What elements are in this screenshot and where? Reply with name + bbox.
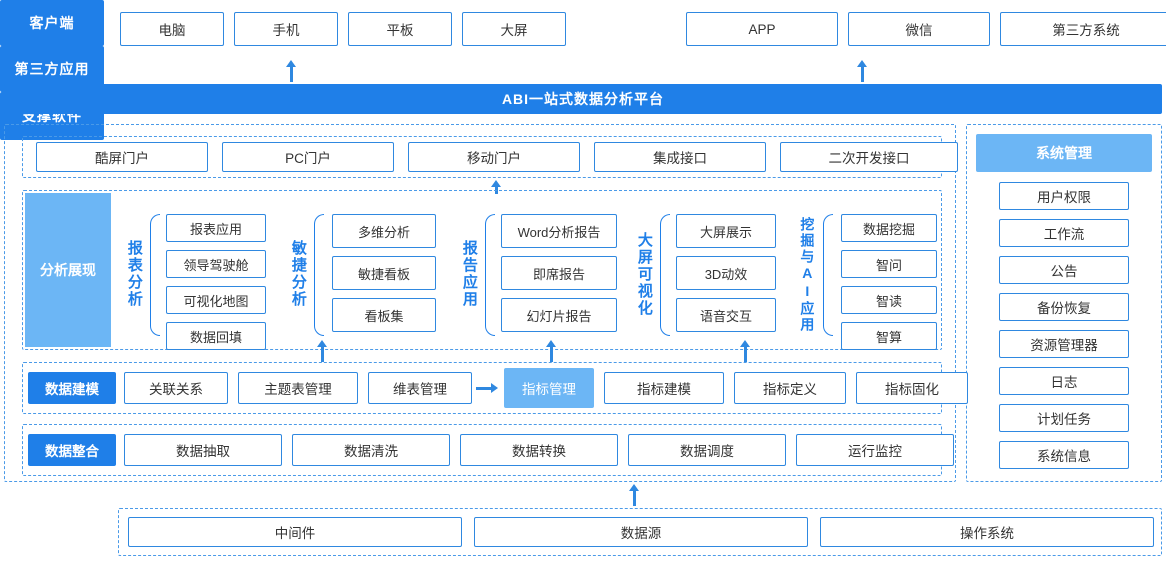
arrow-right-to-metric <box>476 383 498 393</box>
analysis-group-report-items: 报表应用 领导驾驶舱 可视化地图 数据回填 <box>166 214 266 350</box>
system-management-items: 用户权限 工作流 公告 备份恢复 资源管理器 日志 计划任务 系统信息 <box>999 182 1129 478</box>
portal-item-coolscreen[interactable]: 酷屏门户 <box>36 142 208 172</box>
analysis-group-title-report-app: 报告应用 <box>460 240 478 308</box>
third-party-items: APP 微信 第三方系统 <box>686 12 1166 46</box>
analysis-item-word-report[interactable]: Word分析报告 <box>501 214 617 248</box>
arrow-modeling-to-bigscreen <box>740 340 750 362</box>
arrow-metric-to-report-app <box>546 340 556 362</box>
analysis-group-report-app-items: Word分析报告 即席报告 幻灯片报告 <box>501 214 617 332</box>
analysis-group-title-bigscreen: 大屏可视化 <box>635 231 653 317</box>
modeling-item-metric-definition[interactable]: 指标定义 <box>734 372 846 404</box>
sysmgmt-item-resource-manager[interactable]: 资源管理器 <box>999 330 1129 358</box>
client-item-phone[interactable]: 手机 <box>234 12 338 46</box>
modeling-item-metric-modeling[interactable]: 指标建模 <box>604 372 724 404</box>
support-items: 中间件 数据源 操作系统 <box>128 517 1166 547</box>
client-item-bigscreen[interactable]: 大屏 <box>462 12 566 46</box>
integration-item-extract[interactable]: 数据抽取 <box>124 434 282 466</box>
portal-item-dev-api[interactable]: 二次开发接口 <box>780 142 958 172</box>
analysis-item-adhoc-report[interactable]: 即席报告 <box>501 256 617 290</box>
modeling-item-metric-management[interactable]: 指标管理 <box>504 368 594 408</box>
support-item-middleware[interactable]: 中间件 <box>128 517 462 547</box>
modeling-items: 关联关系 主题表管理 维表管理 <box>124 372 482 404</box>
support-item-datasource[interactable]: 数据源 <box>474 517 808 547</box>
arrow-up-to-client <box>286 60 296 82</box>
sysmgmt-item-workflow[interactable]: 工作流 <box>999 219 1129 247</box>
analysis-item-dashboard-set[interactable]: 看板集 <box>332 298 436 332</box>
modeling-item-dimension-table[interactable]: 维表管理 <box>368 372 472 404</box>
client-label: 客户端 <box>0 0 104 46</box>
analysis-item-smart-calc[interactable]: 智算 <box>841 322 937 350</box>
analysis-item-agile-dashboard[interactable]: 敏捷看板 <box>332 256 436 290</box>
analysis-group-agile-items: 多维分析 敏捷看板 看板集 <box>332 214 436 332</box>
integration-item-schedule[interactable]: 数据调度 <box>628 434 786 466</box>
analysis-item-leader-cockpit[interactable]: 领导驾驶舱 <box>166 250 266 278</box>
arrow-up-to-third-party <box>857 60 867 82</box>
analysis-item-slide-report[interactable]: 幻灯片报告 <box>501 298 617 332</box>
analysis-group-title-report: 报表分析 <box>125 240 143 308</box>
integration-item-transform[interactable]: 数据转换 <box>460 434 618 466</box>
analysis-item-report-app[interactable]: 报表应用 <box>166 214 266 242</box>
analysis-group-mining-items: 数据挖掘 智问 智读 智算 <box>841 214 937 350</box>
analysis-group-bigscreen-items: 大屏展示 3D动效 语音交互 <box>676 214 776 332</box>
client-item-tablet[interactable]: 平板 <box>348 12 452 46</box>
analysis-container <box>22 190 942 350</box>
analysis-group-title-agile: 敏捷分析 <box>289 240 307 308</box>
platform-title-bar: ABI一站式数据分析平台 <box>4 84 1162 114</box>
third-party-item-app[interactable]: APP <box>686 12 838 46</box>
third-party-item-external-system[interactable]: 第三方系统 <box>1000 12 1166 46</box>
analysis-item-data-writeback[interactable]: 数据回填 <box>166 322 266 350</box>
analysis-item-visual-map[interactable]: 可视化地图 <box>166 286 266 314</box>
system-management-container <box>966 124 1162 482</box>
integration-item-monitor[interactable]: 运行监控 <box>796 434 954 466</box>
sysmgmt-item-user-permission[interactable]: 用户权限 <box>999 182 1129 210</box>
arrow-support-to-integration <box>629 484 639 506</box>
modeling-items-right: 指标建模 指标定义 指标固化 <box>604 372 968 404</box>
modeling-label: 数据建模 <box>28 372 116 404</box>
platform-body-container <box>4 124 956 482</box>
analysis-item-smart-ask[interactable]: 智问 <box>841 250 937 278</box>
analysis-label: 分析展现 <box>25 193 111 347</box>
analysis-item-multidim[interactable]: 多维分析 <box>332 214 436 248</box>
modeling-item-relation[interactable]: 关联关系 <box>124 372 228 404</box>
sysmgmt-item-scheduled-task[interactable]: 计划任务 <box>999 404 1129 432</box>
modeling-item-subject-table[interactable]: 主题表管理 <box>238 372 358 404</box>
integration-item-clean[interactable]: 数据清洗 <box>292 434 450 466</box>
sysmgmt-item-announcement[interactable]: 公告 <box>999 256 1129 284</box>
support-item-os[interactable]: 操作系统 <box>820 517 1154 547</box>
portal-item-integration-api[interactable]: 集成接口 <box>594 142 766 172</box>
analysis-group-title-mining-ai: 挖掘与AI应用 <box>799 217 816 333</box>
analysis-item-3d-effect[interactable]: 3D动效 <box>676 256 776 290</box>
integration-label: 数据整合 <box>28 434 116 466</box>
analysis-item-voice-interaction[interactable]: 语音交互 <box>676 298 776 332</box>
analysis-item-data-mining[interactable]: 数据挖掘 <box>841 214 937 242</box>
client-item-pc[interactable]: 电脑 <box>120 12 224 46</box>
sysmgmt-item-system-info[interactable]: 系统信息 <box>999 441 1129 469</box>
analysis-item-bigscreen-display[interactable]: 大屏展示 <box>676 214 776 248</box>
sysmgmt-item-backup-restore[interactable]: 备份恢复 <box>999 293 1129 321</box>
support-container <box>118 508 1162 556</box>
analysis-item-smart-read[interactable]: 智读 <box>841 286 937 314</box>
modeling-item-metric-solidify[interactable]: 指标固化 <box>856 372 968 404</box>
portal-item-mobile[interactable]: 移动门户 <box>408 142 580 172</box>
system-management-label: 系统管理 <box>976 134 1152 172</box>
client-items: 电脑 手机 平板 大屏 <box>120 12 576 46</box>
integration-items: 数据抽取 数据清洗 数据转换 数据调度 运行监控 <box>124 434 964 466</box>
portal-item-pc[interactable]: PC门户 <box>222 142 394 172</box>
third-party-item-wechat[interactable]: 微信 <box>848 12 990 46</box>
portal-items: 酷屏门户 PC门户 移动门户 集成接口 二次开发接口 <box>36 142 972 172</box>
sysmgmt-item-log[interactable]: 日志 <box>999 367 1129 395</box>
arrow-modeling-to-agile <box>317 340 327 362</box>
